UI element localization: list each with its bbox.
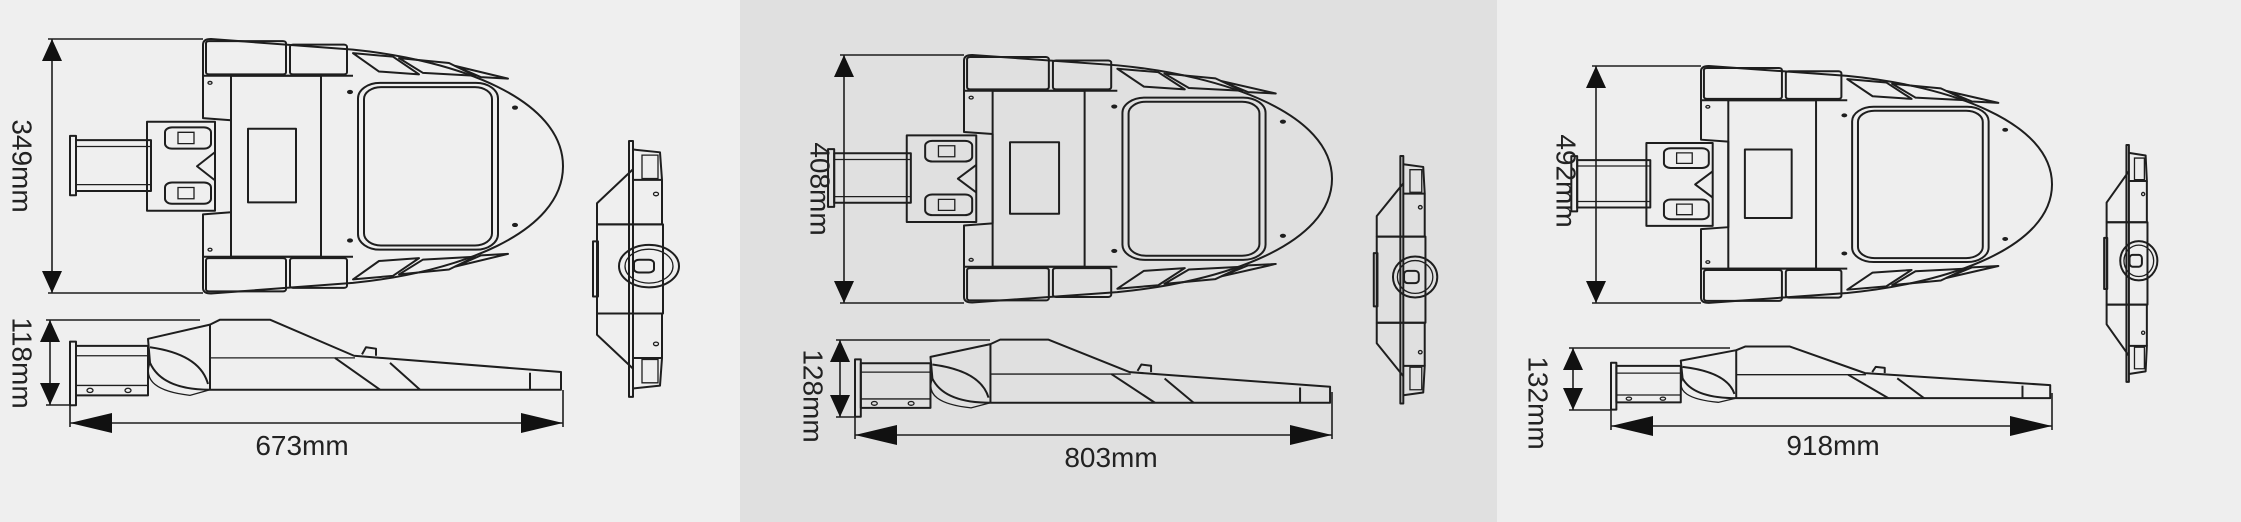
lens-outer [1852, 107, 1989, 262]
housing-outline [203, 39, 563, 294]
side-view [855, 340, 1330, 417]
mounting-bracket [828, 135, 976, 222]
panel-3 [1563, 65, 2157, 436]
end-view [2104, 145, 2157, 382]
panel-2-length-label: 803mm [1064, 442, 1157, 473]
vertical-dimension [1563, 347, 1730, 411]
end-view [1374, 156, 1437, 403]
label-plate [1010, 142, 1059, 213]
housing-profile [148, 320, 561, 390]
panel-3-height-label: 132mm [1523, 356, 1554, 449]
panel-2 [828, 54, 1437, 445]
driver-panel [1728, 100, 1816, 268]
top-view [828, 55, 1332, 302]
panel-2-depth-label: 408mm [805, 142, 836, 235]
pole-clamp [2120, 241, 2157, 280]
mounting-bracket [1571, 143, 1712, 226]
panel-1-background [0, 0, 740, 522]
panel-3-depth-label: 492mm [1551, 134, 1582, 227]
horizontal-dimension [1610, 393, 2053, 436]
housing-profile [930, 340, 1330, 403]
panel-1 [40, 38, 679, 433]
horizontal-dimension [854, 392, 1333, 445]
vertical-dimension [40, 319, 200, 406]
housing-outline [1701, 66, 2052, 303]
lens-inner [1129, 102, 1260, 256]
driver-panel [231, 76, 321, 257]
driver-panel [993, 91, 1085, 267]
lens-inner [364, 87, 492, 245]
vertical-dimension [42, 38, 203, 294]
vertical-dimension [830, 339, 990, 418]
pole-clamp [1393, 256, 1437, 297]
panel-1-length-label: 673mm [255, 430, 348, 461]
label-plate [1745, 150, 1792, 218]
end-view [593, 141, 679, 397]
side-view [70, 320, 561, 406]
pole-clamp [619, 245, 679, 287]
lens-inner [1858, 111, 1983, 258]
lens-outer [358, 83, 498, 250]
top-view [70, 39, 563, 294]
housing-profile [1681, 347, 2050, 399]
panel-1-depth-label: 349mm [7, 119, 38, 212]
side-view [1611, 347, 2050, 410]
vertical-dimension [834, 54, 964, 304]
panel-1-height-label: 118mm [7, 317, 38, 408]
panel-3-length-label: 918mm [1786, 430, 1879, 461]
label-plate [248, 129, 296, 203]
vertical-dimension [1586, 65, 1701, 304]
panel-2-height-label: 128mm [798, 349, 829, 442]
horizontal-dimension [69, 390, 564, 433]
housing-outline [964, 55, 1332, 302]
lens-outer [1122, 98, 1265, 260]
mounting-bracket [70, 122, 215, 211]
top-view [1571, 66, 2052, 303]
